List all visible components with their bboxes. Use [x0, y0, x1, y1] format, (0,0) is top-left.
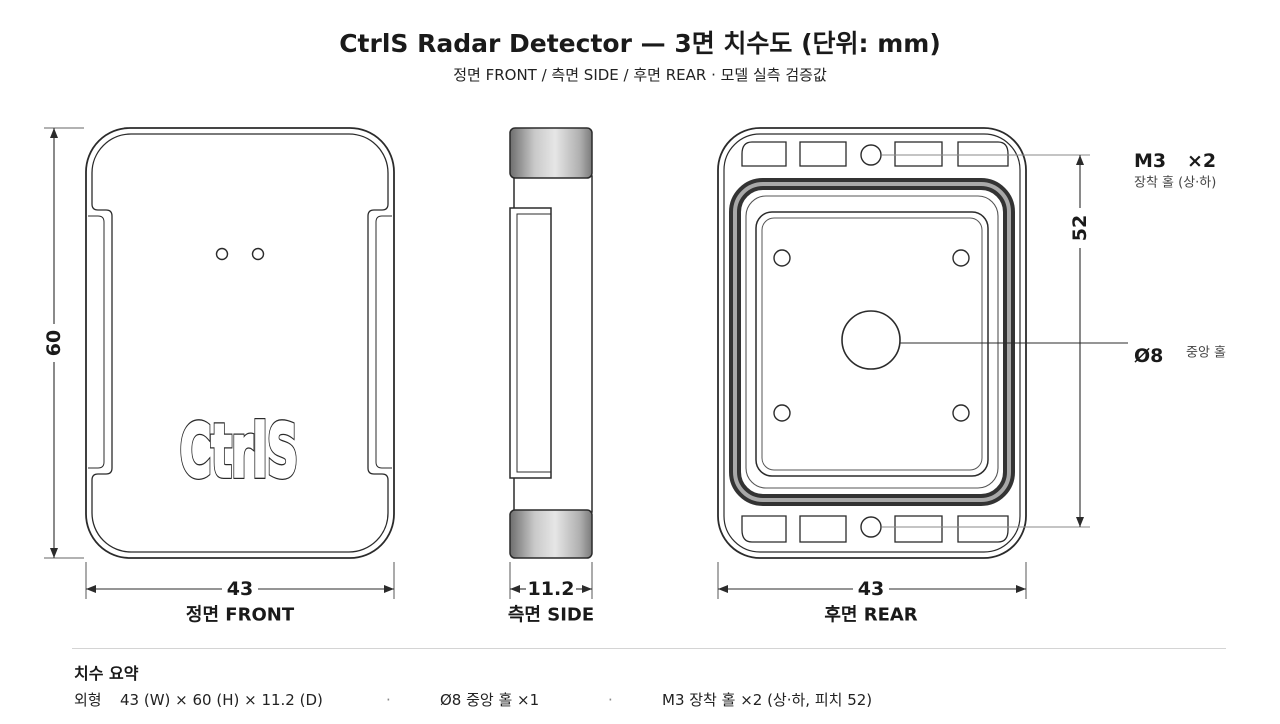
page-title: CtrlS Radar Detector — 3면 치수도 (단위: mm) — [339, 29, 941, 58]
rear-screw-hole — [773, 404, 791, 422]
front-logo: CtrlS — [180, 409, 298, 493]
rear-screw-hole — [952, 404, 970, 422]
rear-frame-inner-line — [745, 195, 999, 489]
front-view-label: 정면 FRONT — [186, 605, 295, 626]
front-view-left-groove — [88, 215, 105, 469]
rear-view-label: 후면 REAR — [824, 605, 917, 626]
center-hole-note: 중앙 홀 — [1186, 346, 1226, 361]
rear-width-dimension — [717, 562, 1027, 599]
front-view-right-groove — [375, 215, 392, 469]
rear-slot — [741, 515, 787, 543]
rear-screw-hole — [773, 249, 791, 267]
front-logo-outline: CtrlS — [180, 409, 298, 493]
summary-separator: · — [608, 691, 613, 709]
front-view-sensor-hole-right — [251, 247, 265, 261]
front-view-sensor-hole-left — [215, 247, 229, 261]
rear-plate — [755, 211, 989, 477]
side-view — [509, 127, 593, 559]
summary-mount-holes: M3 장착 홀 ×2 (상·하, 피치 52) — [662, 691, 873, 709]
side-view-top-cap — [509, 127, 593, 179]
rear-pitch-dimension — [882, 154, 1090, 528]
front-width-dimension — [85, 562, 395, 599]
front-view-outline — [85, 127, 395, 559]
rear-slot — [894, 515, 943, 543]
front-view-inner-contour — [91, 133, 389, 553]
side-view-panel — [509, 207, 552, 479]
front-width-value: 43 — [227, 578, 253, 600]
mount-hole-note: 장착 홀 (상·하) — [1134, 176, 1216, 191]
front-height-value: 60 — [43, 330, 65, 356]
rear-plate-inner — [761, 217, 983, 471]
side-view-bottom-cap — [509, 509, 593, 559]
rear-frame-channel-highlight — [733, 182, 1011, 502]
rear-view — [717, 127, 1027, 559]
mount-hole-count: ×2 — [1187, 150, 1216, 172]
front-height-dimension — [44, 127, 84, 559]
front-view — [85, 127, 395, 559]
rear-slot — [741, 141, 787, 167]
side-depth-value: 11.2 — [528, 578, 575, 600]
summary-center-hole: Ø8 중앙 홀 ×1 — [440, 691, 540, 709]
rear-screw-hole — [952, 249, 970, 267]
rear-slot — [799, 515, 847, 543]
rear-mount-hole-bottom — [860, 516, 882, 538]
summary-outline-value: 43 (W) × 60 (H) × 11.2 (D) — [120, 691, 323, 709]
summary-heading: 치수 요약 — [74, 664, 139, 683]
summary-outline-label: 외형 — [74, 691, 102, 709]
rear-width-value: 43 — [858, 578, 884, 600]
page-subtitle: 정면 FRONT / 측면 SIDE / 후면 REAR · 모델 실측 검증값 — [453, 66, 827, 84]
rear-slot — [799, 141, 847, 167]
rear-slot — [957, 141, 1009, 167]
side-depth-dimension — [509, 562, 593, 599]
rear-center-hole — [841, 310, 901, 370]
rear-slot — [957, 515, 1009, 543]
rear-slot — [894, 141, 943, 167]
rear-pitch-value: 52 — [1069, 215, 1091, 241]
mount-hole-spec: M3 — [1134, 150, 1166, 172]
rear-mount-hole-top — [860, 144, 882, 166]
side-view-label: 측면 SIDE — [508, 605, 594, 626]
summary-divider — [72, 648, 1226, 649]
center-hole-spec: Ø8 — [1134, 345, 1163, 367]
summary-separator: · — [386, 691, 391, 709]
side-view-panel-inner-line — [516, 213, 551, 473]
